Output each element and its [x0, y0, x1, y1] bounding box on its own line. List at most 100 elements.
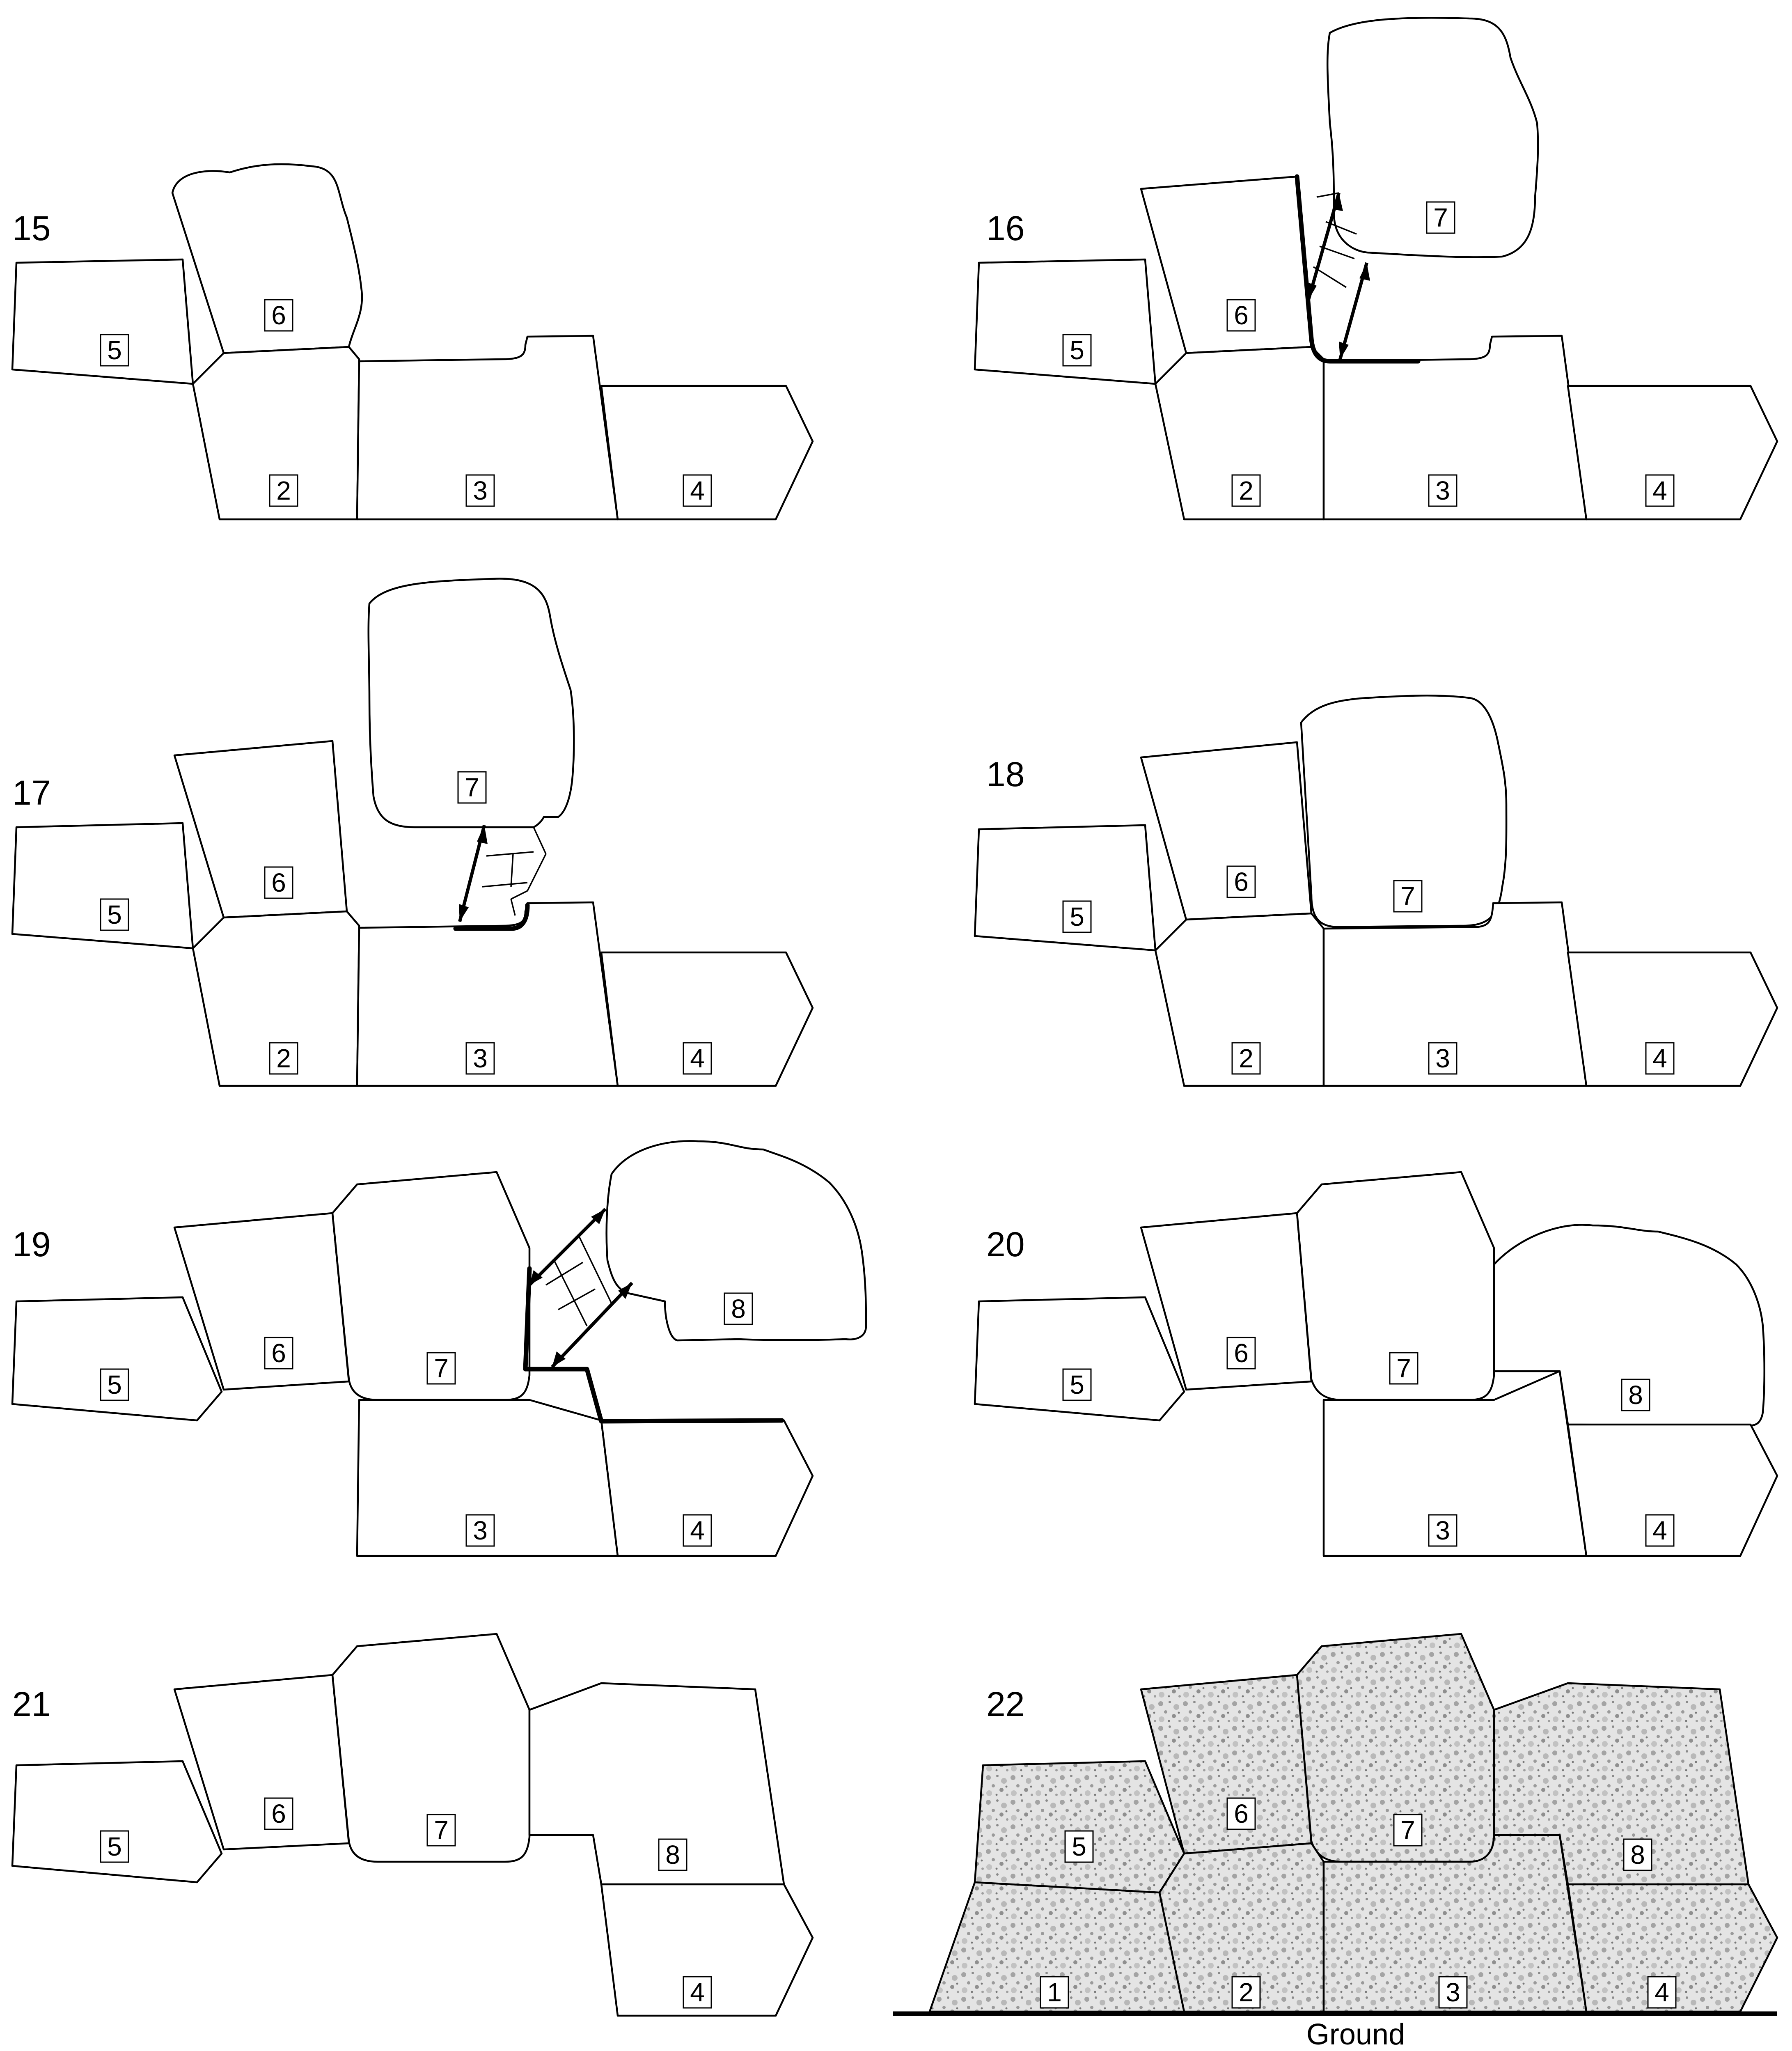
label-3: 3 — [1428, 1514, 1457, 1547]
stone-7 — [367, 578, 575, 828]
label-5: 5 — [100, 334, 129, 367]
svg-text:7: 7 — [465, 773, 479, 802]
stone-6 — [1140, 741, 1313, 921]
label-2: 2 — [269, 1042, 298, 1075]
step-number: 21 — [12, 1685, 50, 1723]
label-4: 4 — [683, 474, 712, 507]
label-3: 3 — [465, 1042, 495, 1075]
svg-text:5: 5 — [107, 1832, 122, 1861]
measuring-arrows — [458, 825, 547, 922]
svg-text:7: 7 — [434, 1354, 449, 1383]
measuring-arrows — [1307, 192, 1370, 360]
svg-text:2: 2 — [1239, 476, 1253, 505]
svg-text:1: 1 — [1047, 1978, 1062, 2007]
svg-text:3: 3 — [473, 476, 488, 505]
label-3: 3 — [465, 474, 495, 507]
label-6: 6 — [264, 299, 293, 332]
label-6: 6 — [264, 1797, 293, 1830]
label-4: 4 — [683, 1514, 712, 1547]
svg-text:3: 3 — [473, 1044, 488, 1073]
svg-text:6: 6 — [271, 1799, 286, 1828]
svg-text:4: 4 — [690, 476, 705, 505]
label-4: 4 — [1645, 474, 1675, 507]
label-6: 6 — [1226, 865, 1256, 898]
label-1: 1 — [1040, 1976, 1069, 2009]
svg-text:2: 2 — [1239, 1044, 1253, 1073]
svg-text:7: 7 — [1396, 1354, 1411, 1383]
stone-4 — [1567, 385, 1778, 521]
contact-highlight — [1295, 174, 1421, 364]
stone-6 — [173, 740, 348, 919]
svg-text:3: 3 — [1435, 476, 1450, 505]
label-5: 5 — [100, 1368, 129, 1401]
label-2: 2 — [1231, 1976, 1261, 2009]
step-number: 16 — [986, 209, 1024, 248]
label-8: 8 — [1623, 1838, 1652, 1871]
label-6: 6 — [1226, 1797, 1256, 1830]
stone-7 — [331, 1633, 531, 1863]
stone-7 — [1326, 17, 1539, 258]
label-5: 5 — [1064, 1830, 1094, 1863]
label-2: 2 — [1231, 1042, 1261, 1075]
step-number: 18 — [986, 755, 1024, 794]
stone-8 — [1493, 1224, 1765, 1427]
svg-text:4: 4 — [690, 1044, 705, 1073]
label-7: 7 — [1393, 880, 1423, 913]
step-number: 20 — [986, 1225, 1024, 1264]
panel-20: 20 5 6 7 8 3 4 — [974, 1171, 1778, 1557]
label-7: 7 — [1393, 1814, 1423, 1847]
stone-4 — [600, 951, 814, 1087]
panel-19: 19 5 6 7 8 3 4 — [11, 1140, 867, 1557]
label-2: 2 — [269, 474, 298, 507]
label-4: 4 — [683, 1042, 712, 1075]
stone-5 — [974, 1296, 1185, 1422]
label-4: 4 — [1645, 1514, 1675, 1547]
panel-17: 17 7 5 6 2 3 4 — [11, 578, 814, 1087]
step-number: 17 — [12, 773, 50, 812]
svg-text:6: 6 — [1234, 1338, 1249, 1368]
label-5: 5 — [1062, 1368, 1092, 1401]
stone-5 — [11, 1760, 223, 1884]
svg-text:5: 5 — [1070, 1370, 1084, 1399]
stone-5 — [974, 1760, 1185, 1894]
svg-text:4: 4 — [690, 1516, 705, 1545]
svg-text:8: 8 — [1630, 1840, 1645, 1870]
label-7: 7 — [457, 771, 487, 804]
svg-text:6: 6 — [271, 301, 286, 330]
svg-text:4: 4 — [1652, 476, 1667, 505]
label-6: 6 — [1226, 1337, 1256, 1370]
svg-text:4: 4 — [1652, 1516, 1667, 1545]
label-6: 6 — [1226, 299, 1256, 332]
label-5: 5 — [100, 898, 129, 931]
ground-label: Ground — [1306, 2018, 1405, 2051]
panel-18: 18 5 6 7 2 3 4 — [974, 694, 1778, 1087]
label-4: 4 — [1645, 1042, 1675, 1075]
label-7: 7 — [1389, 1352, 1418, 1385]
label-7: 7 — [426, 1352, 456, 1385]
label-7: 7 — [1426, 201, 1455, 234]
svg-text:5: 5 — [1072, 1832, 1086, 1861]
svg-text:5: 5 — [107, 335, 122, 365]
stone-2 — [192, 910, 360, 1087]
label-2: 2 — [1231, 474, 1261, 507]
label-5: 5 — [1062, 334, 1092, 367]
svg-text:6: 6 — [1234, 867, 1249, 897]
label-3: 3 — [1438, 1976, 1468, 2009]
svg-text:4: 4 — [1655, 1978, 1669, 2007]
svg-text:7: 7 — [1400, 1815, 1415, 1845]
svg-text:7: 7 — [1400, 881, 1415, 911]
label-3: 3 — [465, 1514, 495, 1547]
stone-6 — [171, 163, 363, 354]
label-8: 8 — [724, 1292, 753, 1325]
stone-8 — [605, 1140, 867, 1342]
label-6: 6 — [264, 866, 293, 899]
svg-text:5: 5 — [107, 900, 122, 929]
svg-text:3: 3 — [1446, 1978, 1460, 2007]
svg-text:8: 8 — [731, 1294, 746, 1324]
step-number: 15 — [12, 209, 50, 248]
panel-16: 16 7 5 6 2 3 4 — [974, 17, 1778, 521]
stone-6 — [1140, 175, 1313, 354]
stone-4 — [600, 1883, 814, 2017]
measuring-arrows — [528, 1208, 633, 1368]
